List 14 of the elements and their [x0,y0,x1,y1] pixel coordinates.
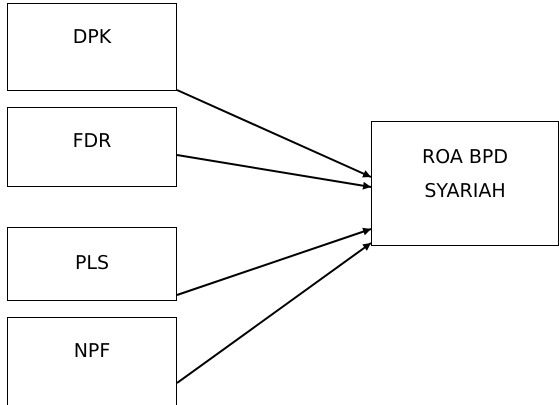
arrow [176,242,372,384]
box-label: PLS [74,251,110,276]
variable-box [7,227,177,301]
box-label: NPF [72,339,112,364]
box-label: FDR [72,129,112,154]
variable-box [7,317,177,405]
variable-box [7,107,177,187]
variable-box [7,3,177,91]
arrow [176,154,372,190]
box-label: ROA BPD SYARIAH [421,145,509,204]
variable-box [371,121,559,246]
box-label: DPK [72,25,112,50]
arrow [176,228,372,296]
arrow [176,89,372,178]
